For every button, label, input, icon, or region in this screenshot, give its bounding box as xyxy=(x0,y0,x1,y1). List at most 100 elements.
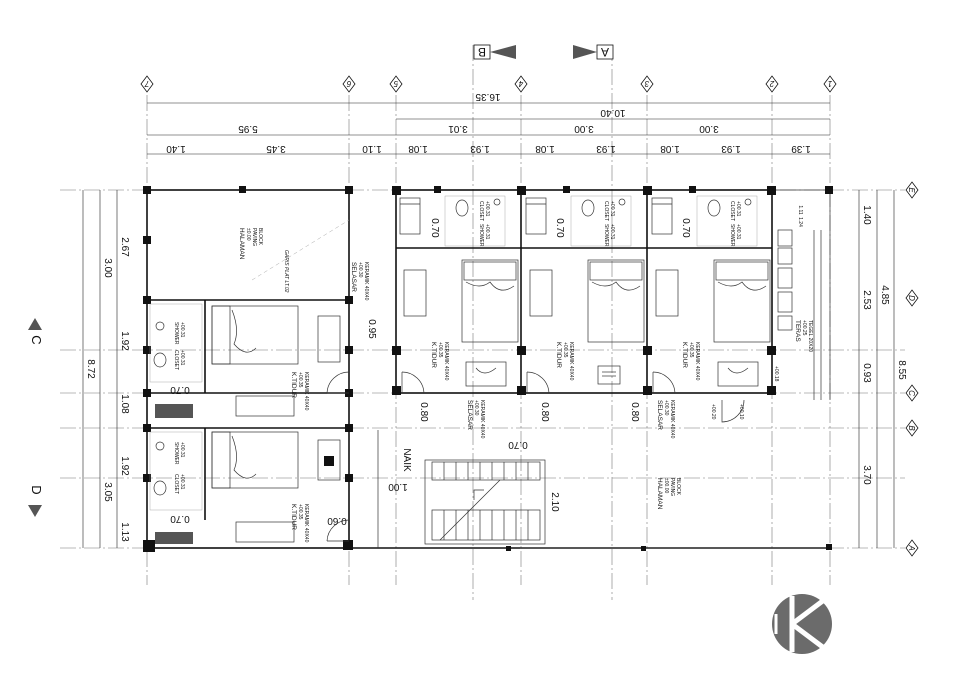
section-d-label: D xyxy=(29,485,44,494)
bath-dims: 0.70 0.70 0.70 xyxy=(429,218,691,238)
dim-row2-4: 3.00 xyxy=(699,123,719,134)
dimensions-top: 16.35 10.40 5.95 3.01 3.00 3.00 1.40 3.4… xyxy=(147,91,830,155)
left-closet-lvl-1: +00.31 xyxy=(179,350,185,366)
dim-left-upper-3: 1.08 xyxy=(119,394,130,414)
left-bath-2: SHOWER +00.31 CLOSET +00.31 0.70 xyxy=(149,431,203,524)
selasar-finish-1: KERAMIK 40X40 xyxy=(363,262,369,301)
closet-label-2: CLOSET xyxy=(603,201,609,221)
closet-label-1: CLOSET xyxy=(478,201,484,221)
left-bath-dim-2: 0.70 xyxy=(170,513,190,524)
grid-bubbles-top: 7 6 5 4 3 2 1 xyxy=(140,75,837,93)
bedroom-label-1: K.TIDUR xyxy=(430,342,437,368)
dim-row2-1: 5.95 xyxy=(238,123,258,134)
left-bedroom-label-1: K.TIDUR xyxy=(290,372,297,398)
teras-label: TERAS xyxy=(794,320,801,342)
shower-lvl-2: +00.31 xyxy=(609,224,615,240)
bedroom-unit-3: K.TIDUR +00.35 KERAMIK 40X40 xyxy=(655,259,771,387)
dim-left-upper-5: 1.13 xyxy=(119,522,130,542)
dim-right-seg-4: 3.70 xyxy=(861,465,872,485)
dim-left-upper-1: 2.67 xyxy=(119,237,130,257)
dim-row3-5: 1.93 xyxy=(470,143,490,154)
grid-col-4: 4 xyxy=(518,79,523,88)
closet-lvl-3: +00.31 xyxy=(735,201,741,217)
selasar-label-3: SELASAR xyxy=(656,400,663,430)
grid-bubbles-right: E D C B A xyxy=(905,181,919,557)
bedroom-finish-3: KERAMIK 40X40 xyxy=(694,342,700,381)
selasar-label-2: SELASAR xyxy=(466,400,473,430)
left-bedroom-label-2: K.TIDUR xyxy=(290,504,297,530)
selasar-label-1: SELASAR xyxy=(350,262,357,292)
left-bedroom-lvl-1: +00.35 xyxy=(297,372,303,388)
selasar-finish-3: KERAMIK 40X40 xyxy=(669,400,675,439)
section-b-label: B xyxy=(478,45,486,59)
grid-row-d: D xyxy=(907,295,916,301)
stair-h-dim: 2.10 xyxy=(549,492,560,512)
left-shower-label-1: SHOWER xyxy=(173,322,179,345)
stair-w-dim: 0.70 xyxy=(508,439,528,450)
bedroom-lvl-3: +00.35 xyxy=(688,342,694,358)
left-closet-label-1: CLOSET xyxy=(173,350,179,370)
bedroom-finish-1: KERAMIK 40X40 xyxy=(443,342,449,381)
dim-left-lower-2: 3.05 xyxy=(102,482,113,502)
grid-col-6: 6 xyxy=(346,79,351,88)
halaman-bottom-finish: PAVING xyxy=(669,478,675,496)
left-bedroom-finish-2: KERAMIK 40X40 xyxy=(303,504,309,543)
dim-total-width: 16.35 xyxy=(475,91,500,102)
left-bedroom-2: K.TIDUR +00.35 KERAMIK 40X40 xyxy=(155,431,341,544)
grid-row-e: E xyxy=(907,187,916,193)
left-shower-label-2: SHOWER xyxy=(173,442,179,465)
left-bath-1: SHOWER +00.31 CLOSET +00.31 0.70 xyxy=(149,303,203,395)
closet-lvl-1: +00.31 xyxy=(484,201,490,217)
dim-row3-10: 1.39 xyxy=(791,143,811,154)
left-closet-lvl-2: +00.31 xyxy=(179,474,185,490)
shower-lvl-1: +00.31 xyxy=(484,224,490,240)
grid-col-1: 1 xyxy=(828,79,832,88)
selasar-area: SELASAR +00.30 KERAMIK 40X40 SELASAR +00… xyxy=(350,262,745,439)
teras-area: TERAS +00.25 TEGEL 20X20 +00.18 xyxy=(773,229,822,400)
grid-row-a: A xyxy=(907,544,916,550)
stair-l-dim: 1.00 xyxy=(388,481,408,492)
bath-dim-3: 0.70 xyxy=(680,218,691,238)
halaman-top-area: HALAMAN ±0.00 PAVING BLOCK GARIS PLAT LT… xyxy=(238,219,350,293)
left-gap-dim: 0.95 xyxy=(366,319,377,339)
walls xyxy=(146,189,831,549)
grid-col-3: 3 xyxy=(644,79,649,88)
dim-row2-3: 3.00 xyxy=(574,123,594,134)
lvl-mark-1: +00.20 xyxy=(710,404,716,420)
naik-label: NAIK xyxy=(401,448,412,472)
garis-plat-label: GARIS PLAT LT.02 xyxy=(283,250,289,293)
bath-dim-2: 0.70 xyxy=(554,218,565,238)
selasar-lvl-2: +00.30 xyxy=(473,400,479,416)
dimensions-right: 1.40 2.53 0.93 3.70 4.85 8.55 1.11 1.24 xyxy=(797,190,907,548)
closet-label-3: CLOSET xyxy=(729,201,735,221)
bedroom-finish-2: KERAMIK 40X40 xyxy=(568,342,574,381)
dim-left-total: 8.72 xyxy=(85,359,96,379)
shower-label-3: SHOWER xyxy=(729,224,735,247)
section-marker-b: B xyxy=(473,44,516,60)
dimensions-left: 8.72 3.00 3.05 2.67 1.92 1.08 1.92 1.13 xyxy=(82,190,130,548)
dim-row3-4: 1.08 xyxy=(408,143,428,154)
left-closet-label-2: CLOSET xyxy=(173,474,179,494)
dim-left-upper-2: 1.92 xyxy=(119,331,130,351)
dim-right-total: 8.55 xyxy=(896,360,907,380)
shower-label-2: SHOWER xyxy=(603,224,609,247)
corridor-dim-3: 0.80 xyxy=(629,402,640,422)
left-bedroom-1: K.TIDUR +00.35 KERAMIK 40X40 xyxy=(155,305,341,418)
teras-lvl: +00.25 xyxy=(801,320,807,336)
halaman-bottom-label: HALAMAN xyxy=(656,478,663,510)
dim-right-seg-2: 2.53 xyxy=(861,290,872,310)
section-marker-c: C xyxy=(28,318,44,345)
bedroom-lvl-1: +00.35 xyxy=(437,342,443,358)
grid-col-7: 7 xyxy=(144,79,149,88)
section-c-label: C xyxy=(29,335,44,344)
left-bedroom-finish-1: KERAMIK 40X40 xyxy=(303,372,309,411)
shower-lvl-3: +00.31 xyxy=(735,224,741,240)
stair: NAIK 1.00 0.70 2.10 xyxy=(388,439,560,545)
section-marker-d: D xyxy=(28,485,44,517)
grid-col-2: 2 xyxy=(769,79,775,88)
corridor-dim-1: 0.80 xyxy=(418,402,429,422)
doors-right-block xyxy=(401,371,676,394)
dim-right-seg-3: 0.93 xyxy=(861,363,872,383)
left-bath-dim-1: 0.70 xyxy=(170,384,190,395)
